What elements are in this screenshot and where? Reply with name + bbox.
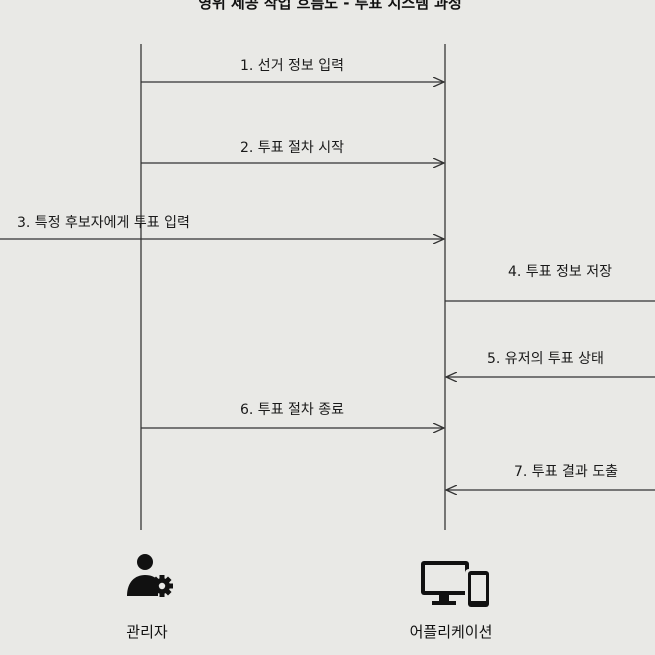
message-7-label: 7. 투표 결과 도출 [514,464,618,480]
message-4: 4. 투표 정보 저장 [445,264,655,302]
message-5-label: 5. 유저의 투표 상태 [487,351,604,367]
admin-actor-label: 관리자 [126,623,168,641]
message-2-label: 2. 투표 절차 시작 [240,140,344,156]
message-7: 7. 투표 결과 도출 [446,464,655,490]
message-2: 2. 투표 절차 시작 [141,140,444,163]
message-3: 3. 특정 후보자에게 투표 입력 [0,215,444,239]
monitor-phone-icon [421,561,491,609]
message-4-label: 4. 투표 정보 저장 [508,264,612,280]
message-1-label: 1. 선거 정보 입력 [240,58,344,74]
diagram-title: 영위 제공 작업 흐름도 - 투표 시스템 과정 [198,0,462,12]
message-3-label: 3. 특정 후보자에게 투표 입력 [17,215,190,231]
message-5: 5. 유저의 투표 상태 [446,351,655,377]
message-6: 6. 투표 절차 종료 [141,402,444,428]
admin-user-gear-icon [127,554,173,597]
application-actor-label: 어플리케이션 [410,623,493,641]
message-6-label: 6. 투표 절차 종료 [240,402,344,418]
message-1: 1. 선거 정보 입력 [141,58,444,82]
